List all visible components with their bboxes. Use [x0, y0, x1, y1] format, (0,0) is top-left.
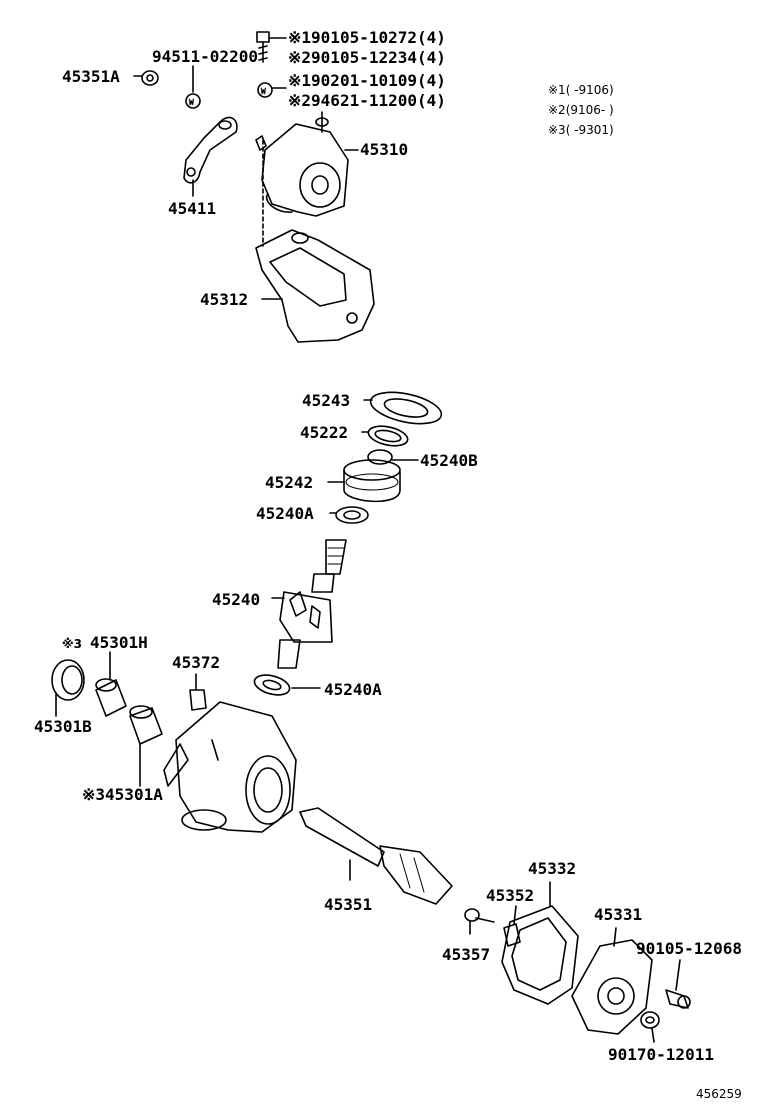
svg-text:W: W	[189, 98, 194, 107]
legend-note-2: ※2(9106- )	[548, 103, 614, 117]
label-45411: 45411	[168, 199, 217, 218]
bushing-45301a	[129, 705, 163, 787]
label-45240a-upper: 45240A	[256, 504, 314, 523]
label-45240: 45240	[212, 590, 261, 609]
label-45301b: 45301B	[34, 717, 92, 736]
oil-seal	[361, 425, 409, 447]
label-45240a-lower: 45240A	[324, 680, 382, 699]
bearing-b	[367, 449, 419, 465]
label-45351a: 45351A	[62, 67, 120, 86]
label-90105-12068: 90105-12068	[636, 939, 742, 958]
sector-shaft	[299, 807, 453, 905]
label-45357: 45357	[442, 945, 491, 964]
plug-45372	[189, 673, 207, 711]
washer-94511: W	[185, 65, 201, 109]
label-45301h: 45301H	[90, 633, 148, 652]
label-washer-2: ※294621-11200(4)	[288, 91, 446, 110]
legend-note-1: ※1( -9106)	[548, 83, 614, 97]
pitman-arm	[183, 116, 238, 197]
label-45240b: 45240B	[420, 451, 478, 470]
bearing-a-lower	[253, 674, 321, 696]
legend-note-3: ※3( -9301)	[548, 123, 614, 137]
bushing-45301h	[95, 651, 127, 717]
label-45243: 45243	[302, 391, 351, 410]
diagram-code: 456259	[696, 1087, 742, 1101]
label-bolt-1: ※190105-10272(4)	[288, 28, 446, 47]
bolt-top	[256, 31, 287, 63]
steering-housing	[163, 701, 297, 833]
label-90170-12011: 90170-12011	[608, 1045, 714, 1064]
adjusting-screw	[327, 459, 401, 503]
svg-text:W: W	[261, 87, 266, 96]
nut-90170	[640, 1011, 660, 1043]
bolt-45357	[464, 908, 495, 935]
bearing-a-upper	[329, 506, 369, 524]
label-45331: 45331	[594, 905, 643, 924]
mark-45301h: ※3	[62, 637, 83, 651]
gear-box	[255, 111, 359, 217]
gasket	[501, 881, 579, 1005]
label-45301a: ※345301A	[82, 785, 163, 804]
label-45372: 45372	[172, 653, 221, 672]
lock-nut	[363, 391, 443, 425]
label-45312: 45312	[200, 290, 249, 309]
nut-45351a	[133, 70, 159, 86]
bracket	[255, 229, 375, 343]
washer-top: W	[257, 82, 287, 98]
label-45351: 45351	[324, 895, 373, 914]
side-cover	[571, 927, 653, 1035]
seal-45301b	[51, 659, 85, 717]
label-45332: 45332	[528, 859, 577, 878]
worm-shaft	[271, 539, 347, 669]
label-94511: 94511-02200	[152, 47, 258, 66]
label-45242: 45242	[265, 473, 314, 492]
adjust-screw	[665, 959, 691, 1009]
label-washer-1: ※190201-10109(4)	[288, 71, 446, 90]
label-bolt-2: ※290105-12234(4)	[288, 48, 446, 67]
label-45310: 45310	[360, 140, 409, 159]
label-45352: 45352	[486, 886, 535, 905]
label-45222: 45222	[300, 423, 349, 442]
